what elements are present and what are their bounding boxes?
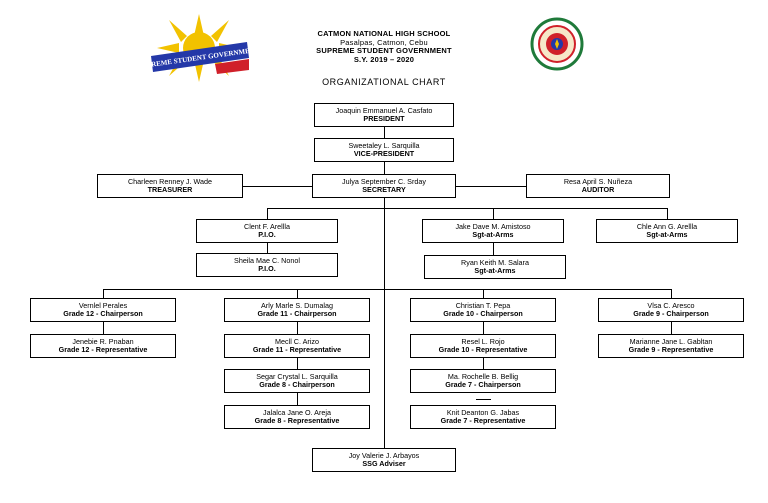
grade-rep-role: Grade 8 - Representative: [254, 416, 340, 425]
grade-rep-role: Grade 11 - Representative: [252, 345, 342, 354]
school-name: CATMON NATIONAL HIGH SCHOOL: [317, 29, 451, 38]
grade-rep-name: Marianne Jane L. Gabltan: [629, 336, 713, 346]
pio-1-box: Clent F. Arellla P.I.O.: [196, 219, 338, 243]
grade-rep-box: Vlsa C. Aresco Grade 9 - Chairperson: [598, 298, 744, 322]
vice-president-box: Sweetaley L. Sarquilla VICE-PRESIDENT: [314, 138, 454, 162]
grade-rep-name: Arly Marle S. Dumalag: [261, 300, 333, 310]
grade-rep-role: Grade 9 - Representative: [628, 345, 714, 354]
grade-rep-box: Vernlel Perales Grade 12 - Chairperson: [30, 298, 176, 322]
connector-line: [667, 208, 668, 220]
connector-line: [483, 289, 484, 299]
connector-line: [267, 208, 668, 209]
secretary-role: SECRETARY: [362, 185, 406, 194]
grade-rep-box: Jalalca Jane O. Areja Grade 8 - Represen…: [224, 405, 370, 429]
grade-rep-name: Jenebie R. Pnaban: [72, 336, 134, 346]
connector-line: [493, 208, 494, 220]
sgt-3-role: Sgt-at-Arms: [646, 230, 688, 239]
auditor-role: AUDITOR: [581, 185, 615, 194]
grade-rep-name: Jalalca Jane O. Areja: [263, 407, 331, 417]
grade-rep-role: Grade 10 - Representative: [438, 345, 528, 354]
connector-line: [476, 399, 491, 400]
connector-line: [267, 243, 268, 254]
connector-line: [297, 358, 298, 370]
ssg-logo: SUPREME STUDENT GOVERNMENT: [138, 12, 260, 84]
grade-rep-name: Vlsa C. Aresco: [647, 300, 695, 310]
adviser-box: Joy Valerie J. Arbayos SSG Adviser: [312, 448, 456, 472]
sgt-2-box: Ryan Keith M. Salara Sgt-at-Arms: [424, 255, 566, 279]
vice-president-role: VICE-PRESIDENT: [353, 149, 415, 158]
connector-line: [297, 289, 298, 299]
secretary-box: Julya September C. Srday SECRETARY: [312, 174, 456, 198]
grade-rep-box: Arly Marle S. Dumalag Grade 11 - Chairpe…: [224, 298, 370, 322]
connector-line: [671, 322, 672, 335]
connector-line: [456, 186, 527, 187]
connector-line: [103, 322, 104, 335]
president-role: PRESIDENT: [363, 114, 405, 123]
pio-2-box: Sheila Mae C. Nonol P.I.O.: [196, 253, 338, 277]
sgt-2-role: Sgt-at-Arms: [474, 266, 516, 275]
grade-rep-name: Segar Crystal L. Sarquilla: [256, 371, 338, 381]
connector-line: [103, 289, 672, 290]
pio-2-role: P.I.O.: [258, 264, 276, 273]
pio-2-name: Sheila Mae C. Nonol: [234, 255, 300, 265]
grade-rep-role: Grade 10 - Chairperson: [443, 309, 523, 318]
sgt-3-box: Chle Ann G. Arellla Sgt-at-Arms: [596, 219, 738, 243]
connector-line: [384, 127, 385, 449]
grade-rep-box: Resel L. Rojo Grade 10 - Representative: [410, 334, 556, 358]
grade-rep-box: Marianne Jane L. Gabltan Grade 9 - Repre…: [598, 334, 744, 358]
grade-rep-role: Grade 7 - Representative: [440, 416, 526, 425]
treasurer-role: TREASURER: [147, 185, 193, 194]
grade-rep-name: Christian T. Pepa: [455, 300, 511, 310]
sgt-1-box: Jake Dave M. Amistoso Sgt-at-Arms: [422, 219, 564, 243]
grade-rep-role: Grade 11 - Chairperson: [257, 309, 337, 318]
grade-rep-role: Grade 7 - Chairperson: [445, 380, 521, 389]
adviser-role: SSG Adviser: [362, 459, 406, 468]
auditor-box: Resa April S. Nuñeza AUDITOR: [526, 174, 670, 198]
school-seal: [530, 17, 584, 71]
grade-rep-role: Grade 12 - Representative: [58, 345, 148, 354]
grade-rep-box: Jenebie R. Pnaban Grade 12 - Representat…: [30, 334, 176, 358]
grade-rep-box: Knit Deanton G. Jabas Grade 7 - Represen…: [410, 405, 556, 429]
sgt-1-name: Jake Dave M. Amistoso: [455, 221, 531, 231]
school-year: S.Y. 2019 – 2020: [353, 54, 415, 64]
sgt-2-name: Ryan Keith M. Salara: [461, 257, 529, 267]
grade-rep-name: Vernlel Perales: [78, 300, 128, 310]
grade-rep-role: Grade 9 - Chairperson: [633, 309, 709, 318]
grade-rep-role: Grade 12 - Chairperson: [63, 309, 143, 318]
connector-line: [483, 322, 484, 335]
grade-rep-name: Resel L. Rojo: [461, 336, 505, 346]
president-box: Joaquin Emmanuel A. Casfato PRESIDENT: [314, 103, 454, 127]
connector-line: [671, 289, 672, 299]
grade-rep-box: Mecll C. Arizo Grade 11 - Representative: [224, 334, 370, 358]
treasurer-box: Charleen Renney J. Wade TREASURER: [97, 174, 243, 198]
secretary-name: Julya September C. Srday: [342, 176, 426, 186]
grade-rep-box: Christian T. Pepa Grade 10 - Chairperson: [410, 298, 556, 322]
sgt-1-role: Sgt-at-Arms: [472, 230, 514, 239]
pio-1-role: P.I.O.: [258, 230, 276, 239]
connector-line: [267, 208, 268, 220]
auditor-name: Resa April S. Nuñeza: [563, 176, 633, 186]
grade-rep-box: Ma. Rochelle B. Bellig Grade 7 - Chairpe…: [410, 369, 556, 393]
connector-line: [243, 186, 313, 187]
vice-president-name: Sweetaley L. Sarquilla: [348, 140, 420, 150]
chart-title: ORGANIZATIONAL CHART: [322, 77, 446, 87]
organization-name: SUPREME STUDENT GOVERNMENT: [316, 46, 452, 55]
sgt-3-name: Chle Ann G. Arellla: [636, 221, 698, 231]
grade-rep-box: Segar Crystal L. Sarquilla Grade 8 - Cha…: [224, 369, 370, 393]
connector-line: [483, 358, 484, 370]
connector-line: [297, 393, 298, 406]
connector-line: [297, 322, 298, 335]
connector-line: [103, 289, 104, 299]
grade-rep-name: Knit Deanton G. Jabas: [446, 407, 520, 417]
president-name: Joaquin Emmanuel A. Casfato: [335, 105, 433, 115]
grade-rep-name: Ma. Rochelle B. Bellig: [447, 371, 519, 381]
grade-rep-role: Grade 8 - Chairperson: [259, 380, 335, 389]
pio-1-name: Clent F. Arellla: [244, 221, 290, 231]
school-address: Pasalpas, Catmon, Cebu: [340, 37, 428, 47]
grade-rep-name: Mecll C. Arizo: [275, 336, 319, 346]
adviser-name: Joy Valerie J. Arbayos: [348, 450, 420, 460]
connector-line: [493, 243, 494, 256]
treasurer-name: Charleen Renney J. Wade: [127, 176, 213, 186]
